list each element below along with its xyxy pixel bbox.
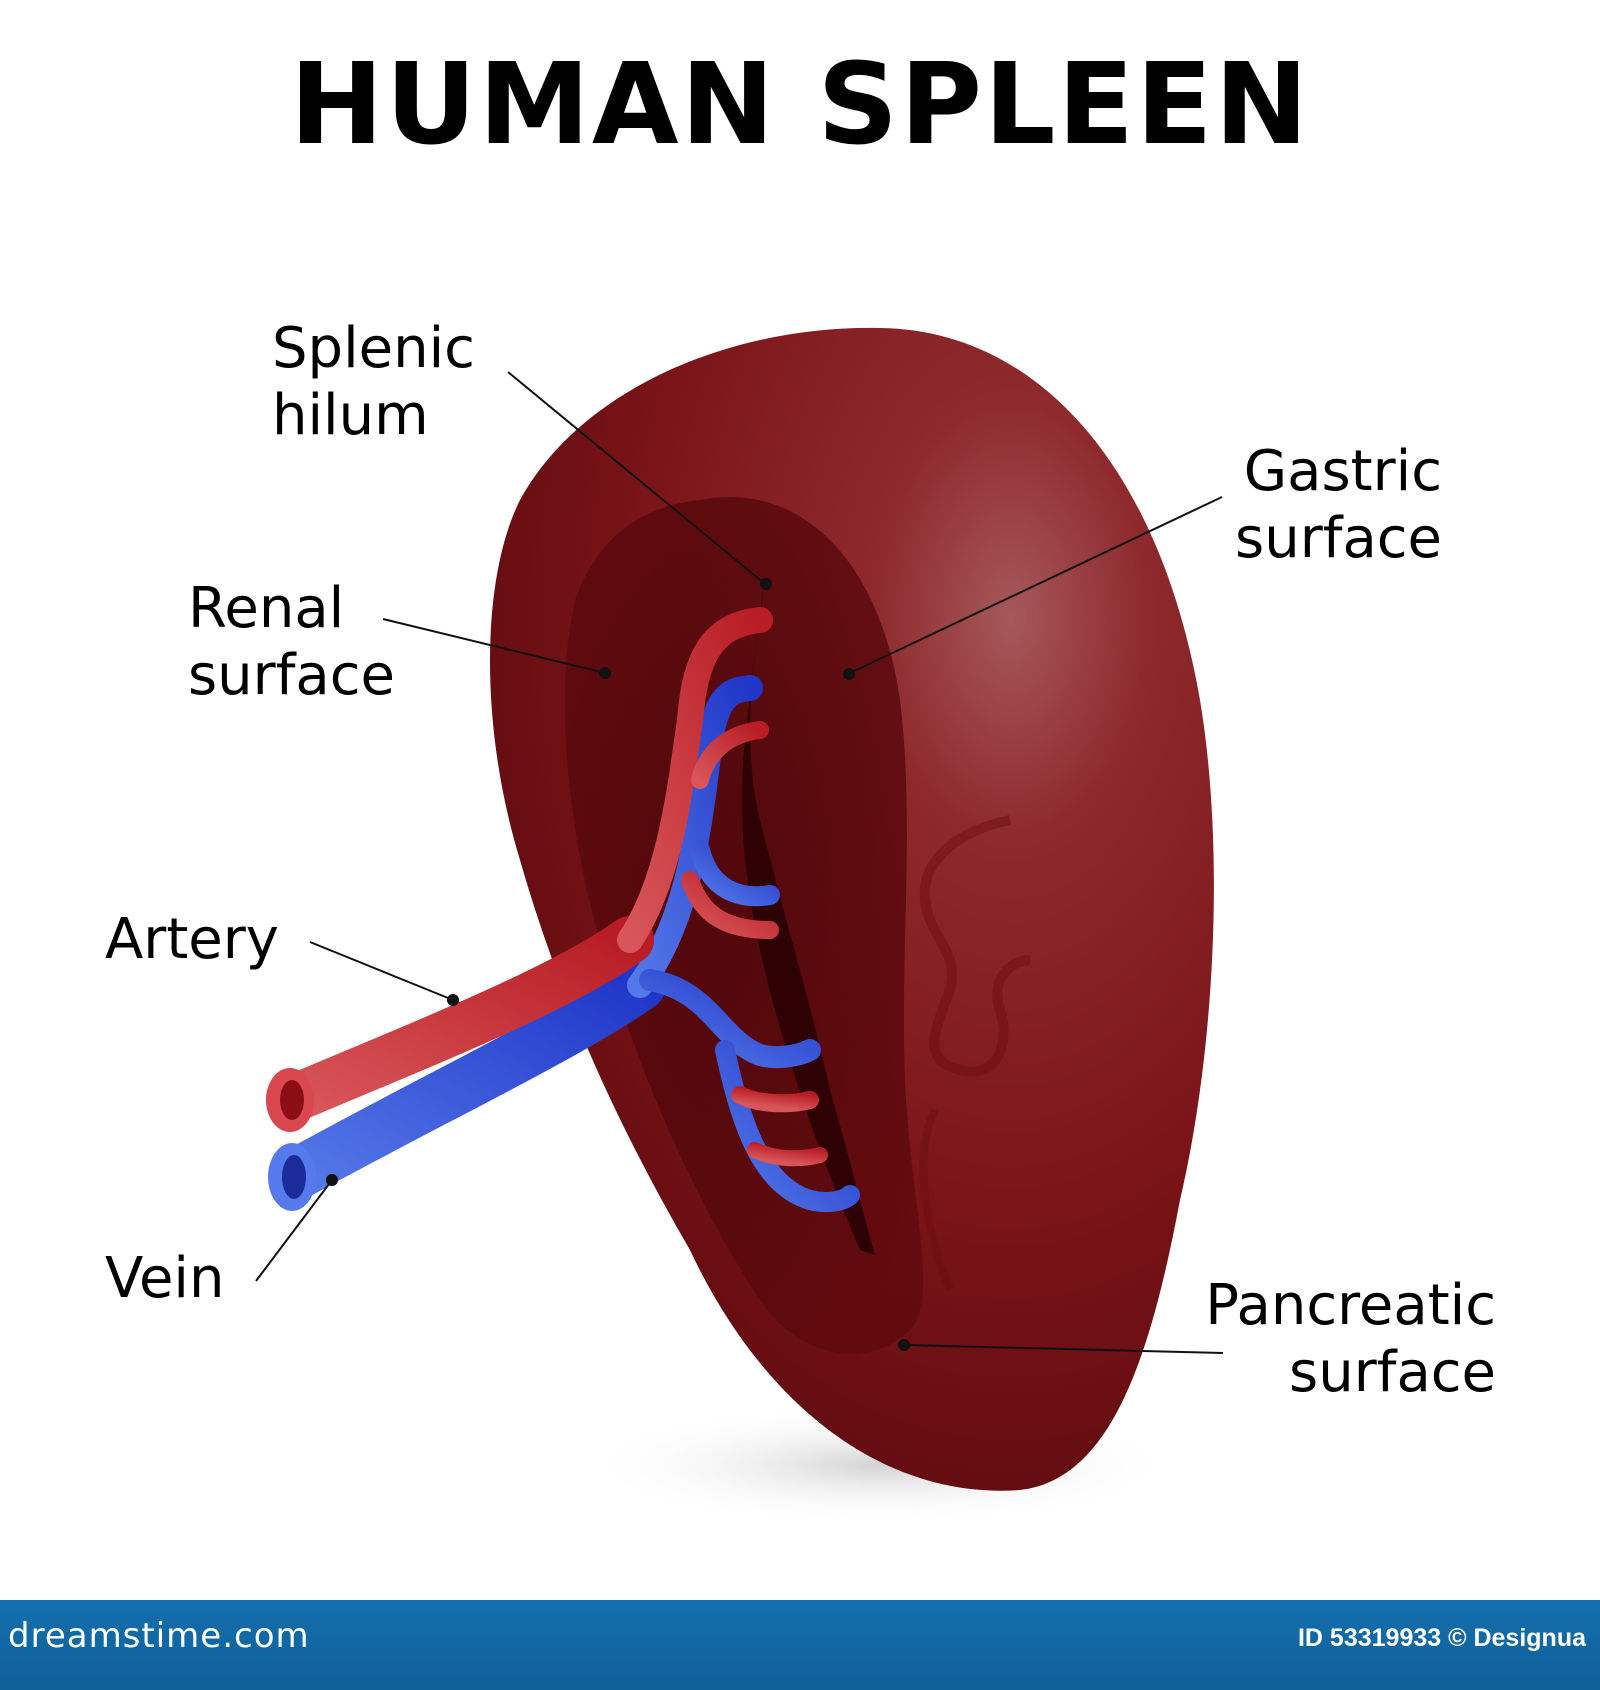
- leader-pancreatic-surface: [903, 1344, 1224, 1354]
- page-title: HUMAN SPLEEN: [289, 40, 1311, 170]
- label-renal-surface: Renal surface: [188, 576, 395, 708]
- dot-vein: [326, 1174, 338, 1186]
- dot-pancreatic-surface: [898, 1339, 910, 1351]
- spleen-diagram: [255, 327, 1224, 1525]
- spleen-lobe-ridge: [919, 815, 1031, 1077]
- label-pancreatic-surface: Pancreatic surface: [1205, 1273, 1496, 1405]
- footer-banner: dreamstime.com ID 53319933 © Designua: [0, 1600, 1600, 1690]
- leader-vein: [255, 1179, 333, 1282]
- spleen-lower-ridge: [919, 1108, 954, 1292]
- dot-renal-surface: [599, 667, 611, 679]
- dot-artery: [447, 994, 459, 1006]
- leader-lines: [255, 371, 1224, 1354]
- leader-splenic-hilum: [507, 371, 766, 585]
- footer-image-id: ID 53319933 © Designua: [1297, 1624, 1586, 1652]
- vein-lumen: [282, 1155, 306, 1199]
- dot-gastric-surface: [843, 668, 855, 680]
- footer-brand[interactable]: dreamstime.com: [8, 1616, 310, 1656]
- leader-artery: [309, 941, 454, 1001]
- leader-gastric-surface: [849, 496, 1223, 674]
- vein-branches: [269, 675, 860, 1213]
- artery-lumen: [280, 1080, 304, 1120]
- dot-splenic-hilum: [760, 578, 772, 590]
- leader-dots: [326, 578, 910, 1351]
- label-vein: Vein: [105, 1246, 225, 1311]
- label-gastric-surface: Gastric surface: [1235, 439, 1442, 571]
- leader-renal-surface: [382, 618, 606, 674]
- artery-branches: [266, 607, 828, 1167]
- label-splenic-hilum: Splenic hilum: [272, 316, 475, 448]
- hilum-cleft: [741, 580, 875, 1255]
- label-artery: Artery: [105, 907, 279, 972]
